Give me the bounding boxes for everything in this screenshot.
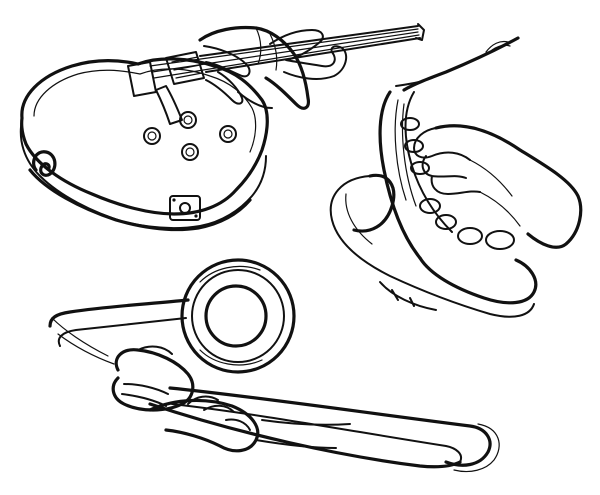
guitar-jack-socket: [179, 202, 191, 214]
guitar-body-top: [20, 57, 269, 216]
sax-player-sleeve: [469, 159, 521, 227]
guitar-body-bottom-edge: [28, 168, 252, 232]
tone-knob: [219, 125, 237, 143]
tone-knob: [179, 111, 197, 129]
volume-knob-cap: [147, 131, 157, 141]
guitar-bridge: [127, 61, 157, 97]
sax-bell-inner: [345, 193, 373, 245]
sax-key-rod: [394, 99, 417, 207]
sax-neck: [402, 36, 520, 92]
sax-bell-outer: [418, 256, 538, 305]
sax-key: [400, 117, 420, 131]
trombone-bell-tube-upper: [48, 298, 190, 328]
sax-keys: [400, 117, 515, 250]
guitar-strap-button: [32, 150, 57, 177]
sax-neck-brace: [395, 73, 441, 87]
sax-key: [435, 214, 457, 230]
sax-player-hand: [413, 127, 481, 195]
saxophone-drawing: [329, 36, 583, 318]
trombone-left-fingers: [121, 345, 173, 407]
guitar-jack-plate: [169, 195, 201, 221]
volume-knob: [143, 127, 161, 145]
guitar-jack-screw: [194, 214, 198, 218]
trombone-bell-rim: [191, 269, 285, 363]
sax-body-back: [378, 90, 422, 260]
trombone-forearm: [255, 419, 351, 449]
strumming-hand: [198, 25, 310, 110]
trombone-slide-outer: [168, 386, 492, 467]
guitar-tailpiece: [155, 85, 183, 125]
guitar-neck: [199, 25, 421, 73]
sax-key: [410, 161, 430, 175]
trombone-slide-lower: [148, 402, 462, 469]
trombone-right-fingers: [187, 395, 251, 431]
trombone-tuning-slide: [51, 317, 115, 365]
sax-mouthpiece: [485, 40, 511, 53]
guitar-headstock: [415, 23, 425, 41]
trombone-drawing: [48, 258, 500, 473]
trombone-bell-throat: [204, 284, 268, 348]
trombone-bell-tube-lower: [57, 317, 187, 347]
sax-guard: [379, 281, 437, 311]
tone-knob-cap: [183, 115, 193, 125]
tone-knob-cap: [223, 129, 233, 139]
electric-guitar-drawing: [19, 23, 425, 232]
sax-key: [419, 198, 441, 214]
sax-key: [485, 230, 515, 250]
volume-knob-cap: [185, 147, 195, 157]
sax-player-arm: [434, 124, 583, 249]
sax-bell-mouth: [352, 173, 396, 233]
fretting-hand: [269, 29, 348, 80]
trombone-slide-crook: [453, 423, 500, 473]
strumming-knuckles: [255, 27, 278, 71]
sax-body-front: [404, 91, 453, 233]
sax-key: [457, 227, 483, 245]
trombone-bell-shading: [199, 265, 263, 366]
guitar-jack-screw: [172, 198, 176, 202]
strumming-fingers: [203, 45, 273, 109]
sax-bell-rim: [329, 175, 535, 318]
guitar-control-knobs: [143, 111, 237, 161]
volume-knob: [181, 143, 199, 161]
trombone-bell: [180, 258, 296, 374]
trombone-slide-inner: [171, 403, 462, 463]
guitar-strings: [149, 28, 420, 79]
trombone-left-hand: [111, 348, 195, 412]
